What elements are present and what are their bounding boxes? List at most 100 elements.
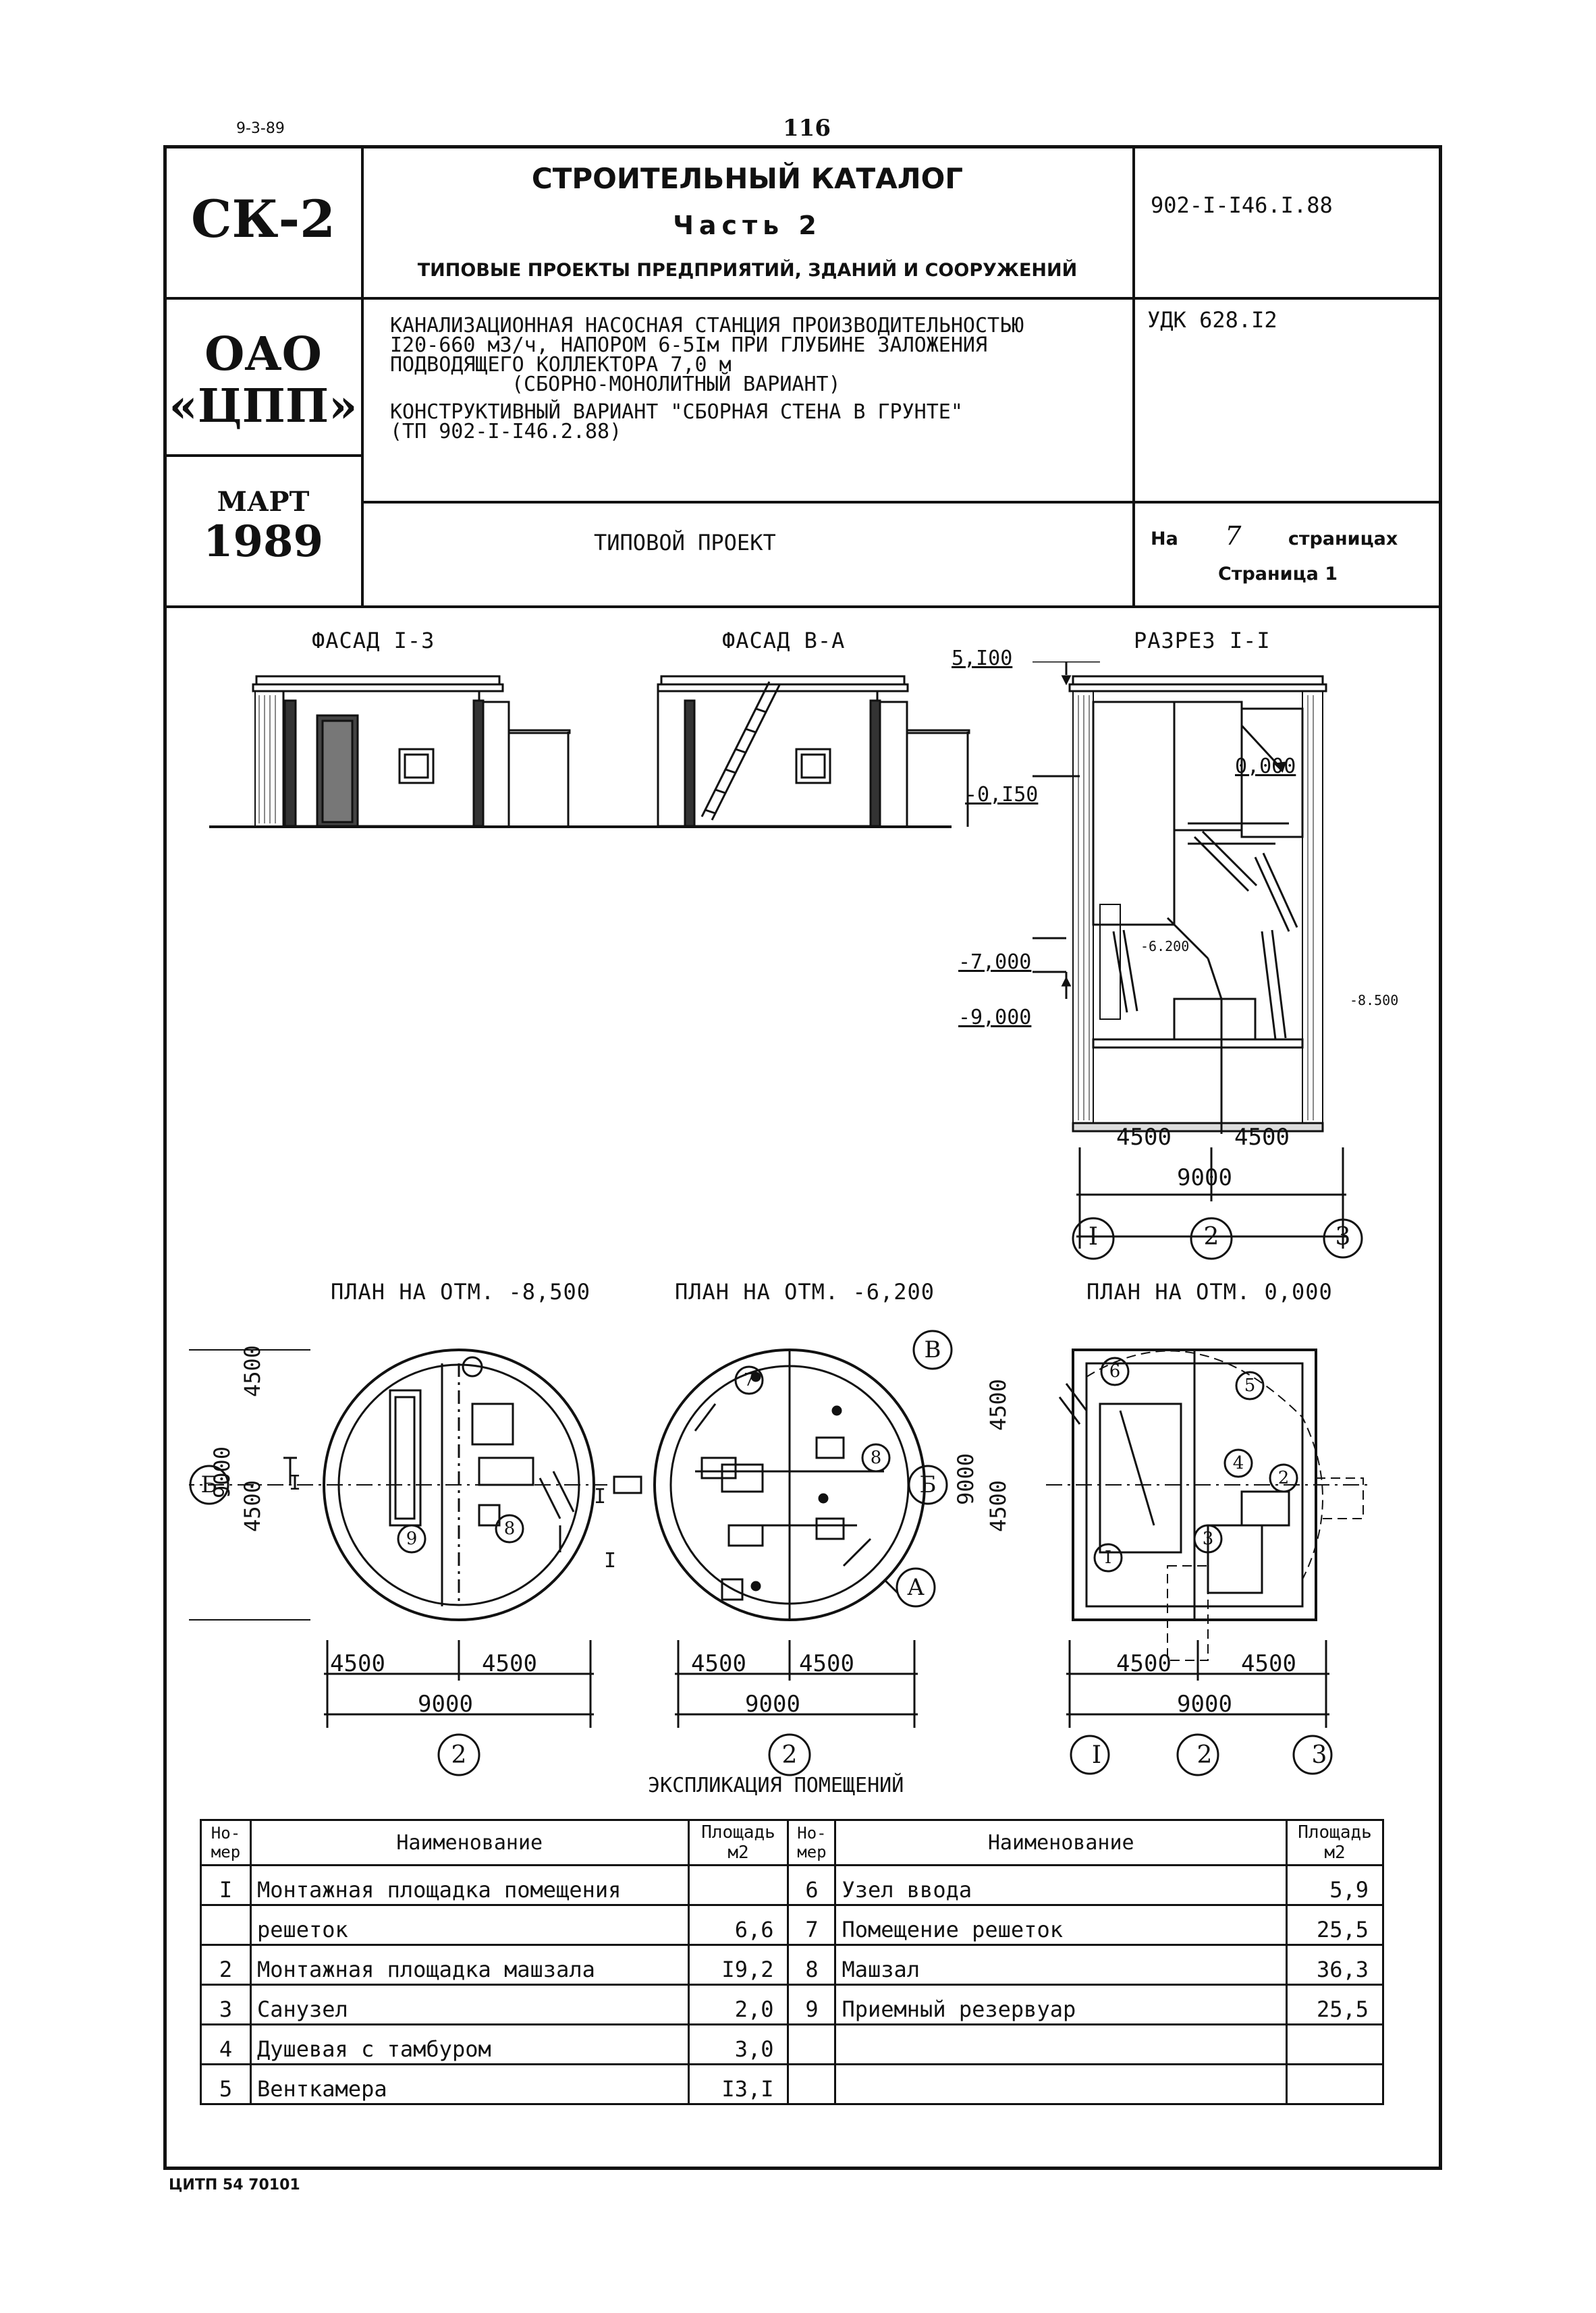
room-mark: 8 bbox=[503, 1519, 516, 1539]
room-number: 9 bbox=[787, 1984, 837, 2025]
room-area: 36,3 bbox=[1286, 1944, 1384, 1986]
description-line: ПОДВОДЯЩЕГО КОЛЛЕКТОРА 7,0 м bbox=[390, 353, 732, 377]
udk-code: УДК 628.I2 bbox=[1147, 307, 1277, 333]
room-mark: 5 bbox=[1244, 1376, 1256, 1396]
room-area: 25,5 bbox=[1286, 1984, 1384, 2025]
column-header-area: Площадь м2 bbox=[1286, 1819, 1384, 1866]
level-label: -9,000 bbox=[958, 1006, 1032, 1029]
description-line: I20-660 м3/ч, НАПОРОМ 6-5Iм ПРИ ГЛУБИНЕ … bbox=[390, 333, 988, 357]
dimension-label: 9000 bbox=[418, 1691, 473, 1718]
plan-2-circular bbox=[613, 1349, 926, 1621]
room-name: Помещение решеток bbox=[834, 1904, 1288, 1946]
room-number: 3 bbox=[200, 1984, 252, 2025]
room-area bbox=[1286, 2023, 1384, 2065]
room-area: 3,0 bbox=[687, 2023, 790, 2065]
room-area bbox=[687, 1864, 790, 1906]
room-number: 7 bbox=[787, 1904, 837, 1946]
plan-2-title: ПЛАН НА ОТМ. -6,200 bbox=[675, 1279, 935, 1305]
sheet-frame bbox=[163, 145, 1442, 2170]
series-code: СК-2 bbox=[190, 189, 336, 249]
room-name: Душевая с тамбуром bbox=[249, 2023, 690, 2065]
plan-1-circular bbox=[189, 1349, 607, 1621]
axis-label: 2 bbox=[1196, 1741, 1213, 1769]
org-name-2: «ЦПП» bbox=[169, 379, 358, 433]
description-line: (СБОРНО-МОНОЛИТНЫЙ ВАРИАНТ) bbox=[512, 373, 841, 396]
room-number: 4 bbox=[200, 2023, 252, 2065]
room-mark: 4 bbox=[1232, 1453, 1244, 1473]
explication-title: ЭКСПЛИКАЦИЯ ПОМЕЩЕНИЙ bbox=[648, 1774, 904, 1797]
dimension-label: 9000 bbox=[953, 1452, 979, 1505]
room-number: 6 bbox=[787, 1864, 837, 1906]
axis-label: 3 bbox=[1311, 1741, 1327, 1769]
column-header-name: Наименование bbox=[249, 1819, 690, 1866]
project-description: КАНАЛИЗАЦИОННАЯ НАСОСНАЯ СТАНЦИЯ ПРОИЗВО… bbox=[390, 316, 1024, 443]
room-name: Санузел bbox=[249, 1984, 690, 2025]
room-mark: 2 bbox=[1277, 1468, 1290, 1488]
column-header-name: Наименование bbox=[834, 1819, 1288, 1866]
plan-1-title: ПЛАН НА ОТМ. -8,500 bbox=[331, 1279, 591, 1305]
page-number: 116 bbox=[783, 115, 831, 142]
room-name bbox=[834, 2023, 1288, 2065]
header-divider bbox=[165, 297, 1441, 300]
plans-drawing bbox=[189, 1330, 1370, 1776]
dimension-label: 4500 bbox=[240, 1479, 265, 1532]
description-line: (ТП 902-I-I46.2.88) bbox=[390, 420, 622, 443]
room-name: Узел ввода bbox=[834, 1864, 1288, 1906]
issue-year: 1989 bbox=[202, 516, 324, 567]
level-label: -7,000 bbox=[958, 950, 1032, 974]
room-area: 25,5 bbox=[1286, 1904, 1384, 1946]
section-cut bbox=[1068, 675, 1327, 1134]
table-row: 2 Монтажная площадка машзала I9,2 8 Машз… bbox=[200, 1944, 1384, 1986]
room-area: 5,9 bbox=[1286, 1864, 1384, 1906]
dimension-label: 4500 bbox=[799, 1650, 854, 1677]
section-title: РАЗРЕЗ I-I bbox=[1134, 628, 1271, 653]
room-mark: 9 bbox=[406, 1529, 418, 1549]
axis-label: 3 bbox=[1335, 1223, 1351, 1251]
issue-month: МАРТ bbox=[217, 486, 310, 518]
plan-3-title: ПЛАН НА ОТМ. 0,000 bbox=[1086, 1279, 1333, 1305]
dimension-label: 9000 bbox=[1177, 1691, 1232, 1718]
room-number: 5 bbox=[200, 2063, 252, 2105]
dimension-label: 4500 bbox=[330, 1650, 385, 1677]
room-area: 2,0 bbox=[687, 1984, 790, 2025]
facade-1-elevation bbox=[252, 675, 571, 828]
axis-label: 2 bbox=[451, 1741, 467, 1769]
dimension-label: 4500 bbox=[482, 1650, 537, 1677]
facade-2-title: ФАСАД В-А bbox=[722, 628, 846, 653]
dimension-label: 4500 bbox=[1241, 1650, 1296, 1677]
room-area bbox=[1286, 2063, 1384, 2105]
axis-label-a: А bbox=[907, 1574, 925, 1601]
dimension-label: 4500 bbox=[691, 1650, 746, 1677]
room-name bbox=[834, 2063, 1288, 2105]
facade-2-elevation bbox=[657, 675, 970, 828]
dimension-label: 9000 bbox=[1177, 1164, 1232, 1191]
project-code: 902-I-I46.I.88 bbox=[1151, 192, 1333, 218]
room-number: I bbox=[200, 1864, 252, 1906]
header-divider bbox=[165, 605, 1441, 608]
pages-info: На 7 страницах bbox=[1151, 521, 1398, 551]
description-line: КОНСТРУКТИВНЫЙ ВАРИАНТ "СБОРНАЯ СТЕНА В … bbox=[390, 400, 963, 424]
cut-label: I bbox=[289, 1471, 302, 1495]
axis-label-v: В bbox=[924, 1336, 941, 1363]
dimension-label: 4500 bbox=[1116, 1124, 1172, 1151]
room-name: Приемный резервуар bbox=[834, 1984, 1288, 2025]
section-axes bbox=[1072, 1217, 1363, 1260]
table-header-row: Но- мер Наименование Площадь м2 Но- мер … bbox=[200, 1819, 1384, 1866]
catalog-subtitle: ТИПОВЫЕ ПРОЕКТЫ ПРЕДПРИЯТИЙ, ЗДАНИЙ И СО… bbox=[417, 260, 1078, 281]
axis-label: I bbox=[1088, 1223, 1099, 1251]
dimension-label: 4500 bbox=[1234, 1124, 1290, 1151]
table-row: 4 Душевая с тамбуром 3,0 bbox=[200, 2023, 1384, 2065]
room-number bbox=[787, 2063, 837, 2105]
dimension-label: 9000 bbox=[745, 1691, 800, 1718]
axis-label-b: Б bbox=[200, 1471, 218, 1498]
room-name: Монтажная площадка помещения bbox=[249, 1864, 690, 1906]
axis-label: 2 bbox=[1203, 1223, 1219, 1251]
axis-label: 2 bbox=[781, 1741, 798, 1769]
catalog-title: СТРОИТЕЛЬНЫЙ КАТАЛОГ bbox=[531, 162, 964, 195]
pages-count: 7 bbox=[1225, 521, 1242, 551]
level-label: 0,000 bbox=[1235, 755, 1296, 778]
room-mark: 7 bbox=[743, 1370, 755, 1390]
org-name: ОАО bbox=[204, 327, 322, 381]
room-area: I3,I bbox=[687, 2063, 790, 2105]
header-divider bbox=[165, 454, 362, 457]
